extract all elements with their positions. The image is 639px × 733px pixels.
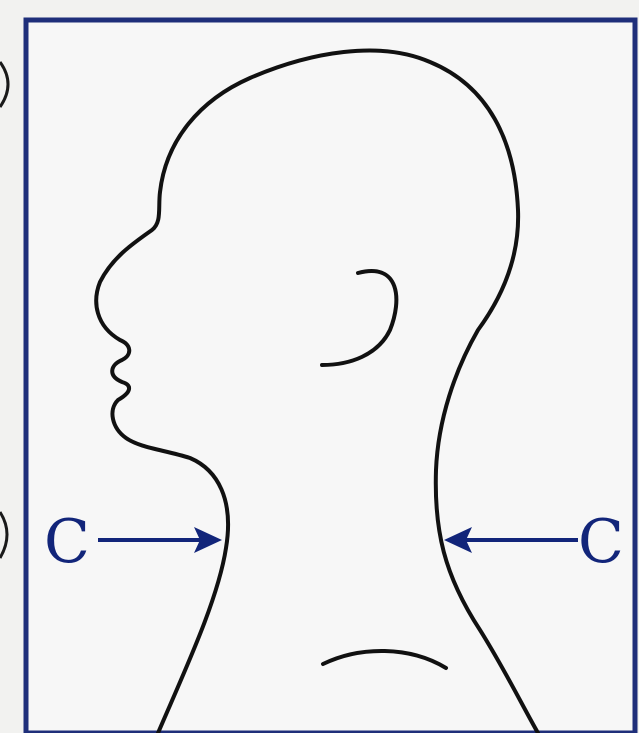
right-label: C: [578, 507, 624, 577]
left-label: C: [44, 507, 90, 577]
diagram-frame: [26, 20, 635, 733]
